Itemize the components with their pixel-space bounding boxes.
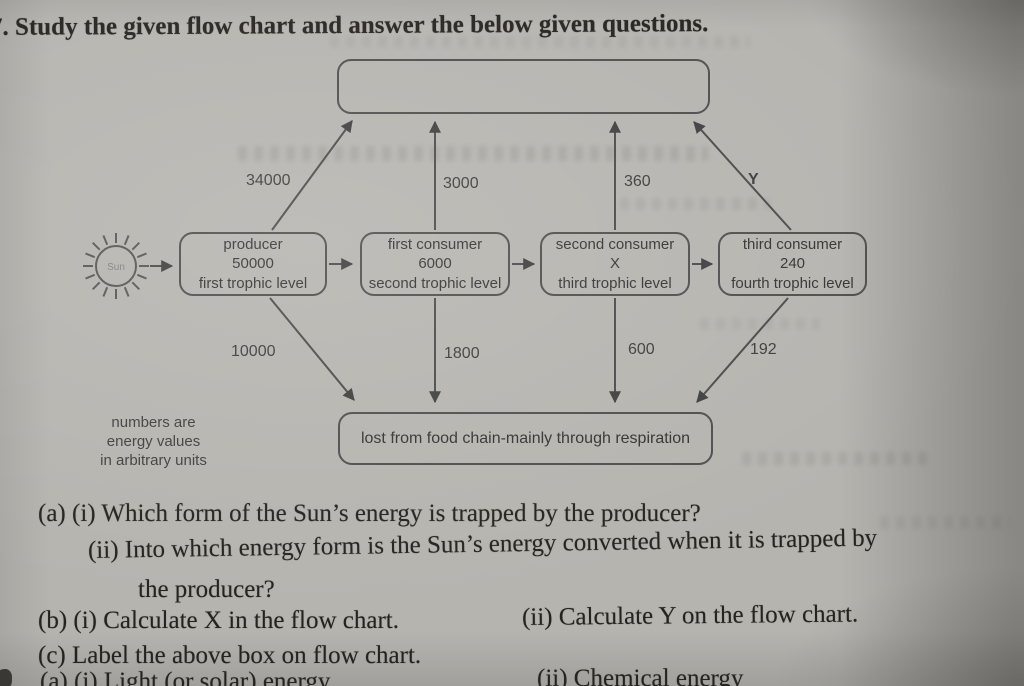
flow-value-up-producer: 34000: [246, 172, 291, 189]
flow-value-down-second-consumer: 600: [628, 341, 655, 358]
energy-value: 50000: [232, 255, 274, 273]
organism-label: third consumer: [742, 235, 843, 253]
arrow-producer-to-top-box: [271, 120, 353, 231]
flow-box-producer: producer 50000 first trophic level: [179, 232, 327, 296]
arrow-producer-to-respiration-box: [269, 297, 355, 401]
flow-box-unlabeled-top: [337, 59, 710, 114]
question-b-ii: (ii) Calculate Y on the flow chart.: [521, 600, 859, 631]
chart-units-note: numbers are energy values in arbitrary u…: [86, 413, 221, 471]
sun-icon: Sun: [83, 233, 149, 299]
flow-value-up-first-consumer: 3000: [443, 175, 479, 192]
question-b-i: (b) (i) Calculate X in the flow chart.: [38, 607, 399, 634]
trophic-level-label: fourth trophic level: [731, 274, 854, 292]
arrow-third-consumer-to-top-box: [693, 121, 792, 231]
answer-a-i: (a) (i) Light (or solar) energy: [40, 668, 331, 686]
note-line: numbers are: [111, 414, 196, 431]
question-c: (c) Label the above box on flow chart.: [38, 642, 422, 669]
note-line: energy values: [106, 433, 201, 451]
flow-box-third-consumer: third consumer 240 fourth trophic level: [718, 232, 867, 296]
page-title: 7. Study the given flow chart and answer…: [0, 10, 709, 41]
flow-value-down-first-consumer: 1800: [444, 345, 480, 362]
trophic-level-label: second trophic level: [368, 274, 502, 292]
organism-label: first consumer: [387, 235, 483, 253]
flow-box-first-consumer: first consumer 6000 second trophic level: [360, 232, 510, 296]
flow-value-up-third-consumer: Y: [748, 171, 759, 188]
page-edge-ink-mark: [0, 669, 12, 686]
flow-value-down-third-consumer: 192: [750, 341, 777, 358]
flow-value-down-producer: 10000: [231, 343, 276, 360]
answer-a-ii: (ii) Chemical energy: [537, 665, 744, 686]
energy-value: 240: [779, 255, 806, 273]
energy-value: 6000: [418, 255, 452, 273]
arrow-third-consumer-to-respiration-box: [696, 297, 789, 403]
trophic-level-label: third trophic level: [558, 274, 672, 292]
flow-value-up-second-consumer: 360: [624, 173, 651, 190]
flow-box-second-consumer: second consumer X third trophic level: [540, 232, 690, 296]
trophic-level-label: first trophic level: [198, 274, 308, 292]
sun-label: Sun: [107, 262, 125, 273]
energy-value: X: [609, 255, 620, 273]
organism-label: producer: [223, 235, 283, 253]
question-a-i: (a) (i) Which form of the Sun’s energy i…: [38, 500, 701, 527]
flow-box-respiration-loss: lost from food chain-mainly through resp…: [338, 412, 713, 465]
organism-label: second consumer: [555, 235, 675, 253]
question-a-ii-line2: the producer?: [138, 576, 275, 603]
note-line: in arbitrary units: [100, 452, 207, 470]
respiration-loss-label: lost from food chain-mainly through resp…: [360, 429, 691, 447]
